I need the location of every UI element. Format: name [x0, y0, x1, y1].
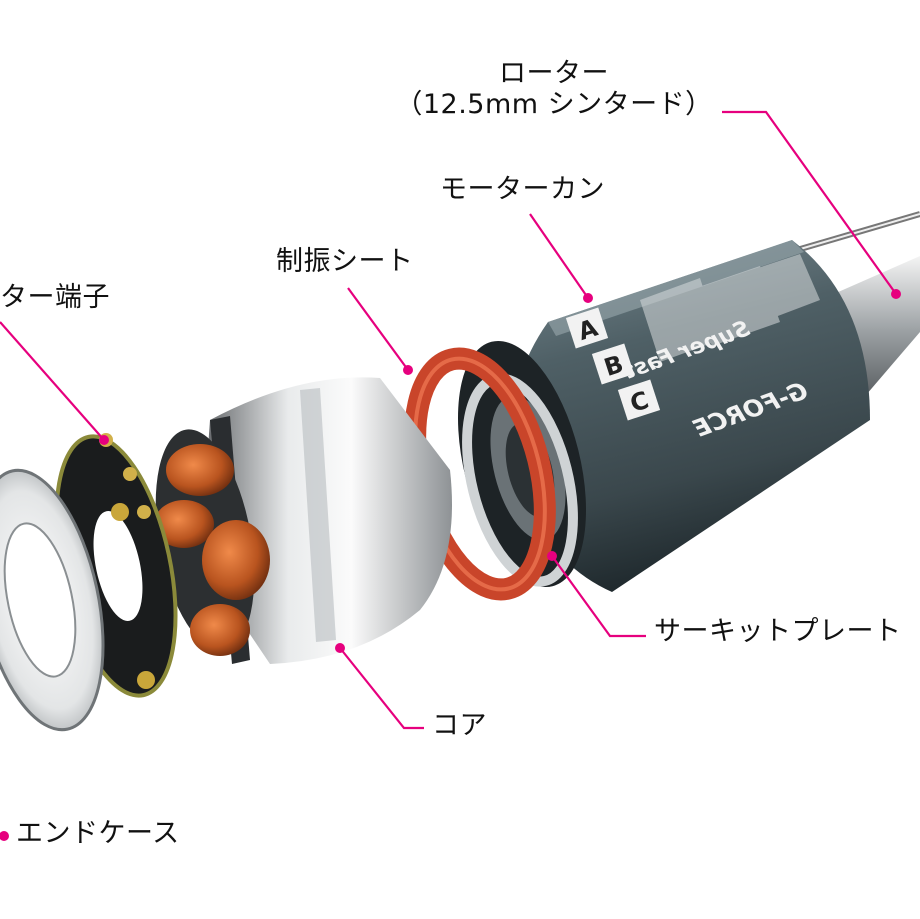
can-stripe-pattern — [640, 254, 820, 362]
end-case — [0, 468, 105, 732]
label-circuit-plate: サーキットプレート — [654, 616, 902, 647]
leader-lines — [0, 110, 901, 841]
label-end-case: エンドケース — [16, 818, 180, 849]
copper-windings — [154, 444, 270, 656]
motor-can: A B C Super Fast G-FORCE — [457, 240, 870, 592]
label-rotor-line1: ローター — [499, 58, 609, 89]
label-motor-can: モーターカン — [440, 174, 605, 205]
phase-labels: A B C — [565, 307, 661, 421]
label-core: コア — [432, 710, 487, 741]
label-rotor-line2: （12.5mm シンタード） — [395, 89, 713, 121]
label-terminal: ター端子 — [0, 282, 110, 313]
label-damping-sheet: 制振シート — [276, 246, 414, 277]
label-rotor: ローター （12.5mm シンタード） — [384, 58, 724, 120]
